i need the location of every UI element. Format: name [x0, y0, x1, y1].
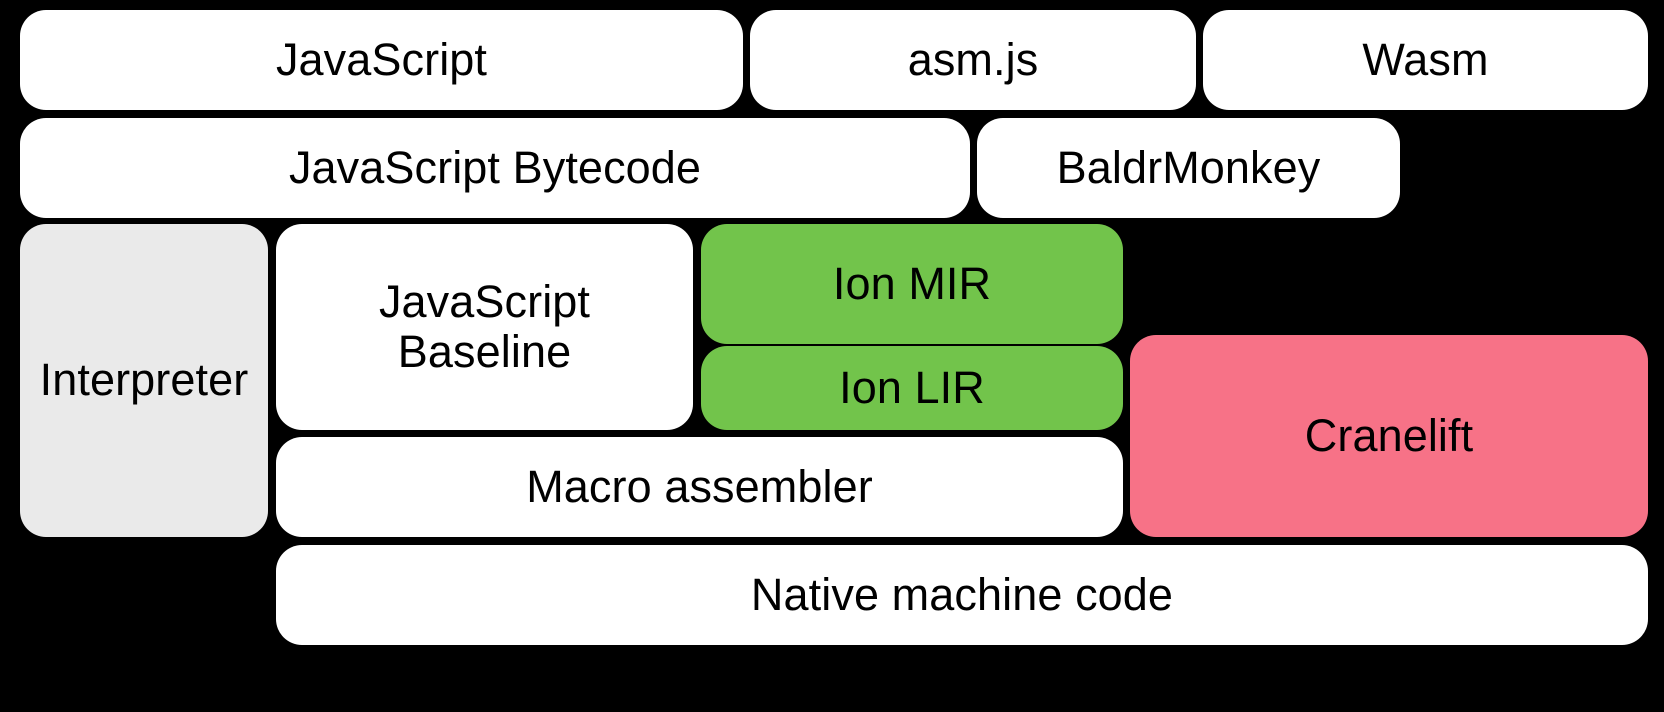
node-label-ion-mir: Ion MIR [832, 257, 992, 309]
node-ion-lir[interactable]: Ion LIR [701, 346, 1123, 430]
node-label-javascript: JavaScript [275, 33, 488, 85]
node-interpreter[interactable]: Interpreter [20, 224, 268, 537]
node-macro-assembler[interactable]: Macro assembler [276, 437, 1123, 537]
node-label-interpreter: Interpreter [39, 354, 249, 406]
node-asm-js[interactable]: asm.js [750, 10, 1196, 110]
node-label-native-machine-code: Native machine code [750, 568, 1174, 620]
node-javascript-bytecode[interactable]: JavaScript Bytecode [20, 118, 970, 218]
node-cranelift[interactable]: Cranelift [1130, 335, 1648, 537]
node-wasm[interactable]: Wasm [1203, 10, 1648, 110]
node-baldrmonkey[interactable]: BaldrMonkey [977, 118, 1400, 218]
node-label-javascript-baseline: JavaScript Baseline [378, 275, 591, 377]
node-native-machine-code[interactable]: Native machine code [276, 545, 1648, 645]
node-label-ion-lir: Ion LIR [839, 361, 985, 413]
node-label-asm-js: asm.js [907, 33, 1039, 85]
node-label-macro-assembler: Macro assembler [526, 460, 873, 512]
node-javascript-baseline[interactable]: JavaScript Baseline [276, 224, 693, 430]
node-javascript[interactable]: JavaScript [20, 10, 743, 110]
node-label-baldrmonkey: BaldrMonkey [1056, 141, 1321, 193]
node-label-wasm: Wasm [1362, 33, 1489, 85]
node-ion-mir[interactable]: Ion MIR [701, 224, 1123, 344]
node-label-cranelift: Cranelift [1304, 409, 1474, 461]
node-label-javascript-bytecode: JavaScript Bytecode [288, 141, 702, 193]
